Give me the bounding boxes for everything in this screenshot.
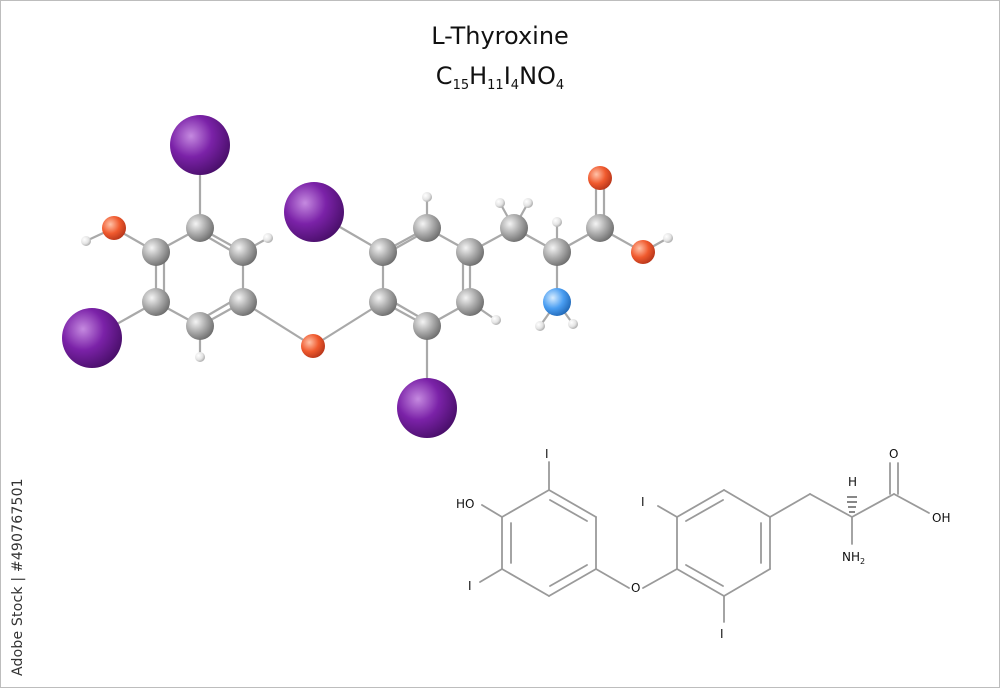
carbon-atom [229, 288, 257, 316]
carbon-atom [369, 238, 397, 266]
hydrogen-atom [568, 319, 578, 329]
model-hydrogens [81, 192, 673, 362]
carbon-atom [413, 214, 441, 242]
iodine-label: I [641, 495, 645, 509]
amine-label: NH2 [842, 550, 865, 566]
carbon-atom [142, 288, 170, 316]
hydrogen-atom [535, 321, 545, 331]
carbon-atom [456, 288, 484, 316]
stereo-hash-wedge [847, 496, 857, 513]
molecular-formula: C15H11I4NO4 [435, 62, 565, 93]
carbon-atom [186, 214, 214, 242]
carbon-atom [500, 214, 528, 242]
molecule-name: L-Thyroxine [431, 22, 569, 50]
carbon-atom [369, 288, 397, 316]
hydrogen-atom [263, 233, 273, 243]
carbon-atom [142, 238, 170, 266]
acid-hydroxyl-label: OH [932, 511, 950, 525]
oxygen-atom [631, 240, 655, 264]
hydrogen-atom [523, 198, 533, 208]
carbon-atom [456, 238, 484, 266]
hydroxyl-label: HO [456, 497, 474, 511]
oxygen-atom [102, 216, 126, 240]
model-oxygens [102, 166, 655, 358]
hydrogen-atom [422, 192, 432, 202]
carbon-atom [543, 238, 571, 266]
oxygen-atom [588, 166, 612, 190]
hydrogen-atom [195, 352, 205, 362]
nitrogen-atom [543, 288, 571, 316]
hydrogen-atom [491, 315, 501, 325]
iodine-atom [62, 308, 122, 368]
model-iodines [62, 115, 457, 438]
ether-oxygen-label: O [631, 581, 640, 595]
hydrogen-atom [81, 236, 91, 246]
skeletal-bonds [479, 461, 930, 623]
carbon-atom [413, 312, 441, 340]
hydrogen-atom [552, 217, 562, 227]
stereo-hydrogen-label: H [848, 475, 857, 489]
hydrogen-atom [663, 233, 673, 243]
iodine-label: I [720, 627, 724, 641]
iodine-label: I [468, 579, 472, 593]
carbon-atom [586, 214, 614, 242]
hydrogen-atom [495, 198, 505, 208]
iodine-label: I [545, 447, 549, 461]
iodine-atom [284, 182, 344, 242]
model-carbons [142, 214, 614, 340]
carbon-atom [229, 238, 257, 266]
iodine-atom [170, 115, 230, 175]
carbonyl-oxygen-label: O [889, 447, 898, 461]
oxygen-atom [301, 334, 325, 358]
iodine-atom [397, 378, 457, 438]
carbon-atom [186, 312, 214, 340]
